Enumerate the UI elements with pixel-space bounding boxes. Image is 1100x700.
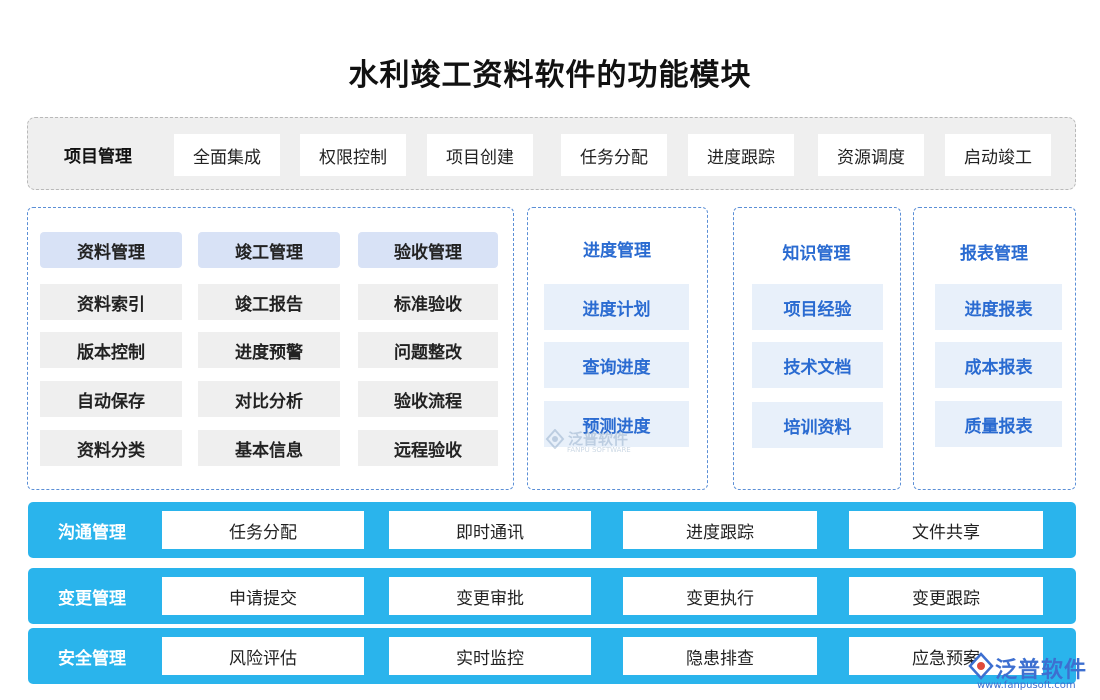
module-item[interactable]: 验收流程	[358, 381, 498, 417]
module-item[interactable]: 标准验收	[358, 284, 498, 320]
project-management-label: 项目管理	[64, 147, 132, 167]
project-item[interactable]: 项目创建	[427, 134, 533, 176]
change-label: 变更管理	[58, 588, 126, 609]
communication-item[interactable]: 文件共享	[849, 511, 1043, 549]
fanpu-logo-icon	[968, 652, 994, 680]
communication-item[interactable]: 即时通讯	[389, 511, 591, 549]
project-item[interactable]: 启动竣工	[945, 134, 1051, 176]
change-item[interactable]: 变更审批	[389, 577, 591, 615]
project-item[interactable]: 任务分配	[561, 134, 667, 176]
report-module: 报表管理 进度报表 成本报表 质量报表	[913, 207, 1076, 490]
progress-title: 进度管理	[583, 241, 651, 261]
module-item[interactable]: 远程验收	[358, 430, 498, 466]
knowledge-module: 知识管理 项目经验 技术文档 培训资料	[733, 207, 901, 490]
report-title: 报表管理	[960, 244, 1028, 264]
page-title: 水利竣工资料软件的功能模块	[348, 58, 752, 93]
security-item[interactable]: 应急预案	[849, 637, 1043, 675]
communication-label: 沟通管理	[58, 522, 126, 543]
progress-item[interactable]: 预测进度	[544, 401, 689, 447]
watermark-text: 泛普软件	[568, 430, 629, 448]
change-bar: 变更管理 申请提交 变更审批 变更执行 变更跟踪	[28, 568, 1076, 624]
project-management-panel: 项目管理 全面集成 权限控制 项目创建 任务分配 进度跟踪 资源调度 启动竣工	[27, 117, 1076, 190]
knowledge-item[interactable]: 技术文档	[752, 342, 883, 388]
watermark-subtext: FANPU SOFTWARE	[567, 446, 631, 454]
security-bar: 安全管理 风险评估 实时监控 隐患排查 应急预案	[28, 628, 1076, 684]
report-item[interactable]: 质量报表	[935, 401, 1062, 447]
fanpu-logo: 泛普软件 www.fanpusoft.com	[965, 650, 1095, 696]
module-item[interactable]: 自动保存	[40, 381, 182, 417]
security-item[interactable]: 风险评估	[162, 637, 364, 675]
module-item[interactable]: 资料索引	[40, 284, 182, 320]
module-item[interactable]: 竣工报告	[198, 284, 340, 320]
knowledge-item[interactable]: 培训资料	[752, 402, 883, 448]
security-item[interactable]: 隐患排查	[623, 637, 817, 675]
security-label: 安全管理	[58, 648, 126, 669]
module-item[interactable]: 对比分析	[198, 381, 340, 417]
communication-bar: 沟通管理 任务分配 即时通讯 进度跟踪 文件共享	[28, 502, 1076, 558]
module-item[interactable]: 基本信息	[198, 430, 340, 466]
module-header[interactable]: 竣工管理	[198, 232, 340, 268]
progress-item[interactable]: 查询进度	[544, 342, 689, 388]
change-item[interactable]: 变更跟踪	[849, 577, 1043, 615]
knowledge-item[interactable]: 项目经验	[752, 284, 883, 330]
project-item[interactable]: 全面集成	[174, 134, 280, 176]
security-item[interactable]: 实时监控	[389, 637, 591, 675]
module-item[interactable]: 进度预警	[198, 332, 340, 368]
logo-url: www.fanpusoft.com	[977, 680, 1076, 691]
change-item[interactable]: 变更执行	[623, 577, 817, 615]
report-item[interactable]: 成本报表	[935, 342, 1062, 388]
project-item[interactable]: 进度跟踪	[688, 134, 794, 176]
progress-item[interactable]: 进度计划	[544, 284, 689, 330]
module-header[interactable]: 资料管理	[40, 232, 182, 268]
module-header[interactable]: 验收管理	[358, 232, 498, 268]
change-item[interactable]: 申请提交	[162, 577, 364, 615]
report-item[interactable]: 进度报表	[935, 284, 1062, 330]
watermark: 泛普软件 FANPU SOFTWARE	[545, 428, 631, 454]
knowledge-title: 知识管理	[782, 244, 851, 264]
progress-module: 进度管理 进度计划 查询进度 预测进度	[527, 207, 708, 490]
project-item[interactable]: 权限控制	[300, 134, 406, 176]
left-module-group: 资料管理 竣工管理 验收管理 资料索引 竣工报告 标准验收 版本控制 进度预警 …	[27, 207, 514, 490]
communication-item[interactable]: 进度跟踪	[623, 511, 817, 549]
module-item[interactable]: 版本控制	[40, 332, 182, 368]
logo-text: 泛普软件	[995, 658, 1088, 683]
module-item[interactable]: 问题整改	[358, 332, 498, 368]
communication-item[interactable]: 任务分配	[162, 511, 364, 549]
project-item[interactable]: 资源调度	[818, 134, 924, 176]
module-item[interactable]: 资料分类	[40, 430, 182, 466]
fanpu-watermark-icon	[545, 428, 565, 449]
